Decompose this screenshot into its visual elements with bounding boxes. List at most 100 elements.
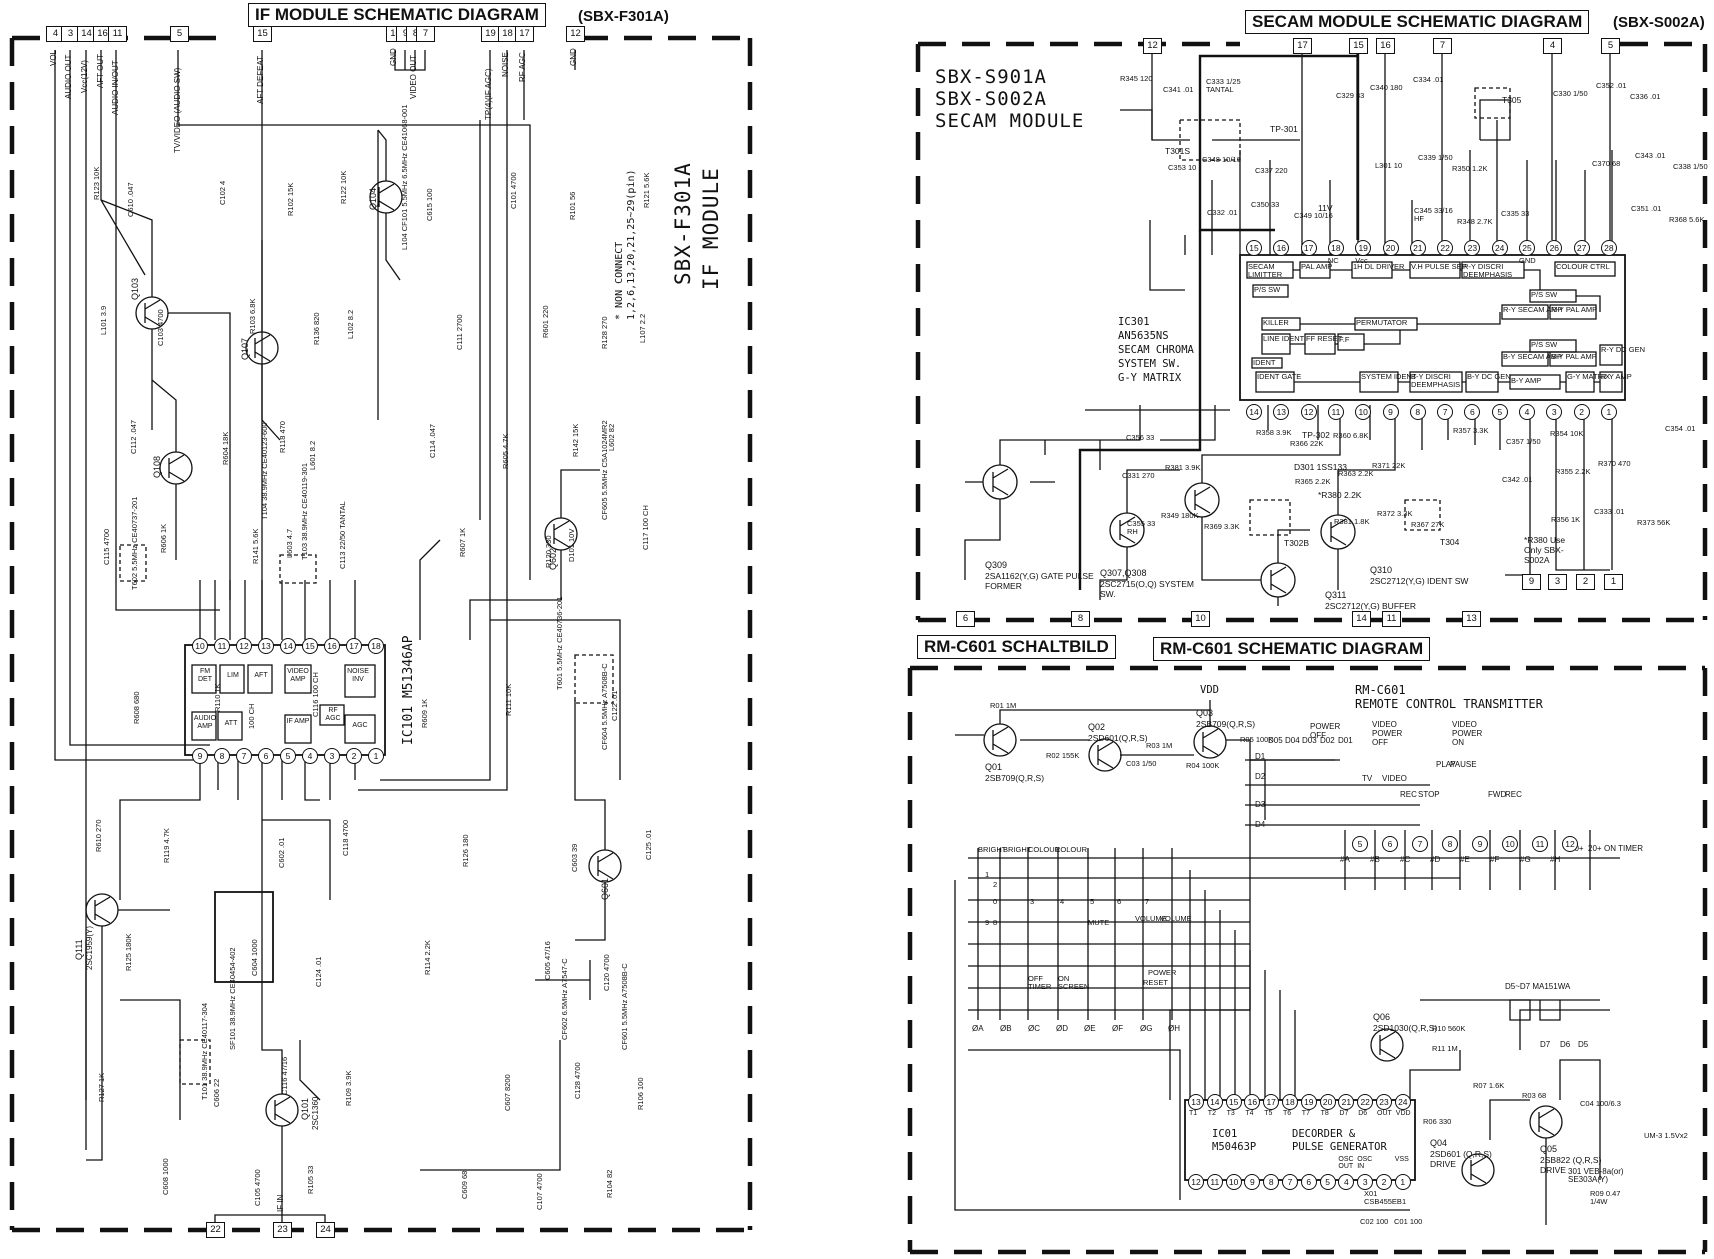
- secam-ic-top-pin-16: 16: [1273, 240, 1290, 256]
- rm-title-de: RM-C601 SCHALTBILD: [917, 635, 1116, 659]
- secam-component: C349 10/16: [1294, 211, 1333, 220]
- rm-ic-bottom-pin-11: 11: [1206, 1174, 1223, 1190]
- rm-grid-col-bottom: ØC: [1028, 1024, 1040, 1033]
- if-ic-top-pin-14: 14: [280, 638, 296, 654]
- rm-ic-top-pin-20: 20: [1319, 1094, 1336, 1110]
- if-component: C122 .01: [610, 690, 619, 721]
- rm-key-9: FWD: [1488, 790, 1507, 799]
- rm-grid-col-bottom: ØA: [972, 1024, 984, 1033]
- secam-component: C332 .01: [1207, 208, 1238, 217]
- if-ic-block: AGC: [352, 722, 368, 729]
- secam-ic-top-pin-24: 24: [1491, 240, 1508, 256]
- rm-ic-top-pin-13: 13: [1188, 1094, 1204, 1110]
- if-component: R605 4.7K: [501, 433, 510, 469]
- secam-ic-top-pin-18: 18: [1327, 240, 1344, 256]
- secam-component: C370 68: [1592, 159, 1621, 168]
- secam-bottom-pin-13: 13: [1462, 611, 1481, 627]
- secam-ic-block: B-Y AMP: [1511, 376, 1542, 385]
- secam-label: *R380 Use Only SBX-S002A: [1524, 535, 1566, 565]
- secam-module-title: SECAM MODULE SCHEMATIC DIAGRAM: [1245, 10, 1590, 34]
- rm-key-12: 20+: [1588, 844, 1602, 853]
- rm-key-left-10: RESET: [1143, 978, 1169, 987]
- rm-component: R01 1M: [990, 701, 1017, 710]
- secam-label: D301 1SS133: [1294, 462, 1347, 472]
- secam-component: R360 6.8K: [1333, 431, 1369, 440]
- if-wiring: [85, 120, 621, 1225]
- if-top-pin-label-10: GND: [389, 48, 398, 67]
- rm-key-mid-8: 8: [1442, 836, 1458, 852]
- rm-ic-bottom-pin-2: 2: [1376, 1174, 1392, 1190]
- secam-component: R381 1.8K: [1334, 517, 1370, 526]
- if-bottom-pin-23: 23: [273, 1222, 292, 1238]
- if-top-pin-15: 15: [253, 26, 272, 42]
- if-component: R120 330: [544, 535, 553, 568]
- secam-ic-bottom-pin-1: 1: [1600, 404, 1617, 420]
- rm-diode: D02: [1320, 736, 1335, 745]
- if-transformer: L104 CF101 5.5MHz 6.5MHz CE41068-001: [400, 104, 409, 251]
- secam-ic-bottom-pin-8: 8: [1409, 404, 1426, 420]
- if-top-pin-label-5: TV/VIDEO (AUDIO SW): [173, 67, 182, 153]
- secam-ic-block: P/S SW: [1531, 290, 1558, 299]
- secam-transistor-Q307,Q308: Q307,Q308: [1100, 568, 1147, 578]
- rm-key-left-5: VOLUME: [1135, 914, 1167, 923]
- secam-component: R365 2.2K: [1295, 477, 1331, 486]
- secam-component: R355 2.2K: [1555, 467, 1591, 476]
- rm-component: R07 1.6K: [1473, 1081, 1505, 1090]
- rm-diode: D7: [1540, 1040, 1551, 1049]
- secam-component: R370 470: [1598, 459, 1631, 468]
- rm-grid-col-top: #G: [1520, 855, 1531, 864]
- rm-key-8: STOP: [1418, 790, 1440, 799]
- secam-component: R356 1K: [1551, 515, 1581, 524]
- rm-ic-bottom-pin-7: 7: [1282, 1174, 1298, 1190]
- secam-component: C345 33/16 HF: [1414, 206, 1453, 223]
- secam-bottom-pin-9: 9: [1522, 574, 1541, 590]
- rm-key-left-8: OFF TIMER: [1028, 974, 1052, 991]
- secam-component: R348 2.7K: [1457, 217, 1493, 226]
- secam-ic-block: IDENT GATE: [1257, 372, 1302, 381]
- rm-diode: D01: [1338, 736, 1353, 745]
- if-component: R109 3.9K: [344, 1070, 353, 1106]
- secam-ic-bottom-pin-14: 14: [1246, 404, 1262, 420]
- rm-ic-top-sub: T8: [1320, 1110, 1329, 1117]
- rm-key-number-4: 4: [1060, 897, 1065, 906]
- secam-transistor-Q310: Q310: [1370, 565, 1393, 575]
- secam-ic-top-pin-22: 22: [1437, 240, 1454, 256]
- rm-key-mid-11: 11: [1532, 836, 1548, 852]
- rm-ic-top-pin-14: 14: [1206, 1094, 1223, 1110]
- secam-component: R354 10K: [1550, 429, 1584, 438]
- rm-diode: D5: [1578, 1040, 1589, 1049]
- rm-transistor-type: 2SB822 (Q,R,S) DRIVE: [1540, 1155, 1602, 1175]
- if-transformer: T104 38.9MHz CE40123-600: [260, 422, 269, 520]
- rm-diode: D4: [1255, 820, 1266, 829]
- rm-ic-top-sub: D7: [1339, 1110, 1349, 1117]
- if-bottom-pin-label: IF IN: [276, 1194, 285, 1212]
- secam-label: *R380 2.2K: [1318, 490, 1362, 500]
- rm-key-left-6: VOLUME: [1160, 914, 1192, 923]
- secam-component: R381 3.9K: [1165, 463, 1201, 472]
- rm-component: R09 0.47 1/4W: [1590, 1189, 1621, 1206]
- secam-ic-body: [1239, 254, 1626, 401]
- secam-component: C330 1/50: [1553, 89, 1588, 98]
- if-component: R609 1K: [420, 698, 429, 728]
- if-transistor-type: 2SC1959(Y): [85, 925, 94, 970]
- if-component: C605 47/16: [543, 941, 552, 980]
- if-component: R125 180K: [124, 933, 133, 971]
- if-top-pin-label-16: AFT OUT: [96, 53, 105, 88]
- secam-ic-bottom-pin-7: 7: [1437, 404, 1454, 420]
- secam-component: C340 180: [1370, 83, 1403, 92]
- if-transistor-Q103: Q103: [130, 277, 140, 300]
- secam-big-label-2: SBX-S002A: [935, 88, 1047, 110]
- if-component: L107 2.2: [638, 313, 647, 343]
- if-component: R607 1K: [458, 527, 467, 557]
- if-ic-block: AUDIO AMP: [193, 715, 217, 730]
- rm-key-1: VIDEO POWER OFF: [1372, 720, 1403, 747]
- rm-key-4: VIDEO: [1382, 774, 1407, 783]
- if-component: R136 820: [312, 312, 321, 345]
- secam-component: R369 3.3K: [1204, 522, 1240, 531]
- if-ic-bottom-pin-2: 2: [346, 748, 362, 764]
- rm-transistor-type: 2SB709(Q,R,S): [985, 773, 1045, 783]
- rm-ic-bottom-pin-5: 5: [1319, 1174, 1336, 1190]
- rm-grid-col-bottom: ØH: [1168, 1024, 1180, 1033]
- if-top-pin-label-3: AUDIO OUT: [64, 54, 73, 99]
- rm-grid-col-top: #H: [1550, 855, 1561, 864]
